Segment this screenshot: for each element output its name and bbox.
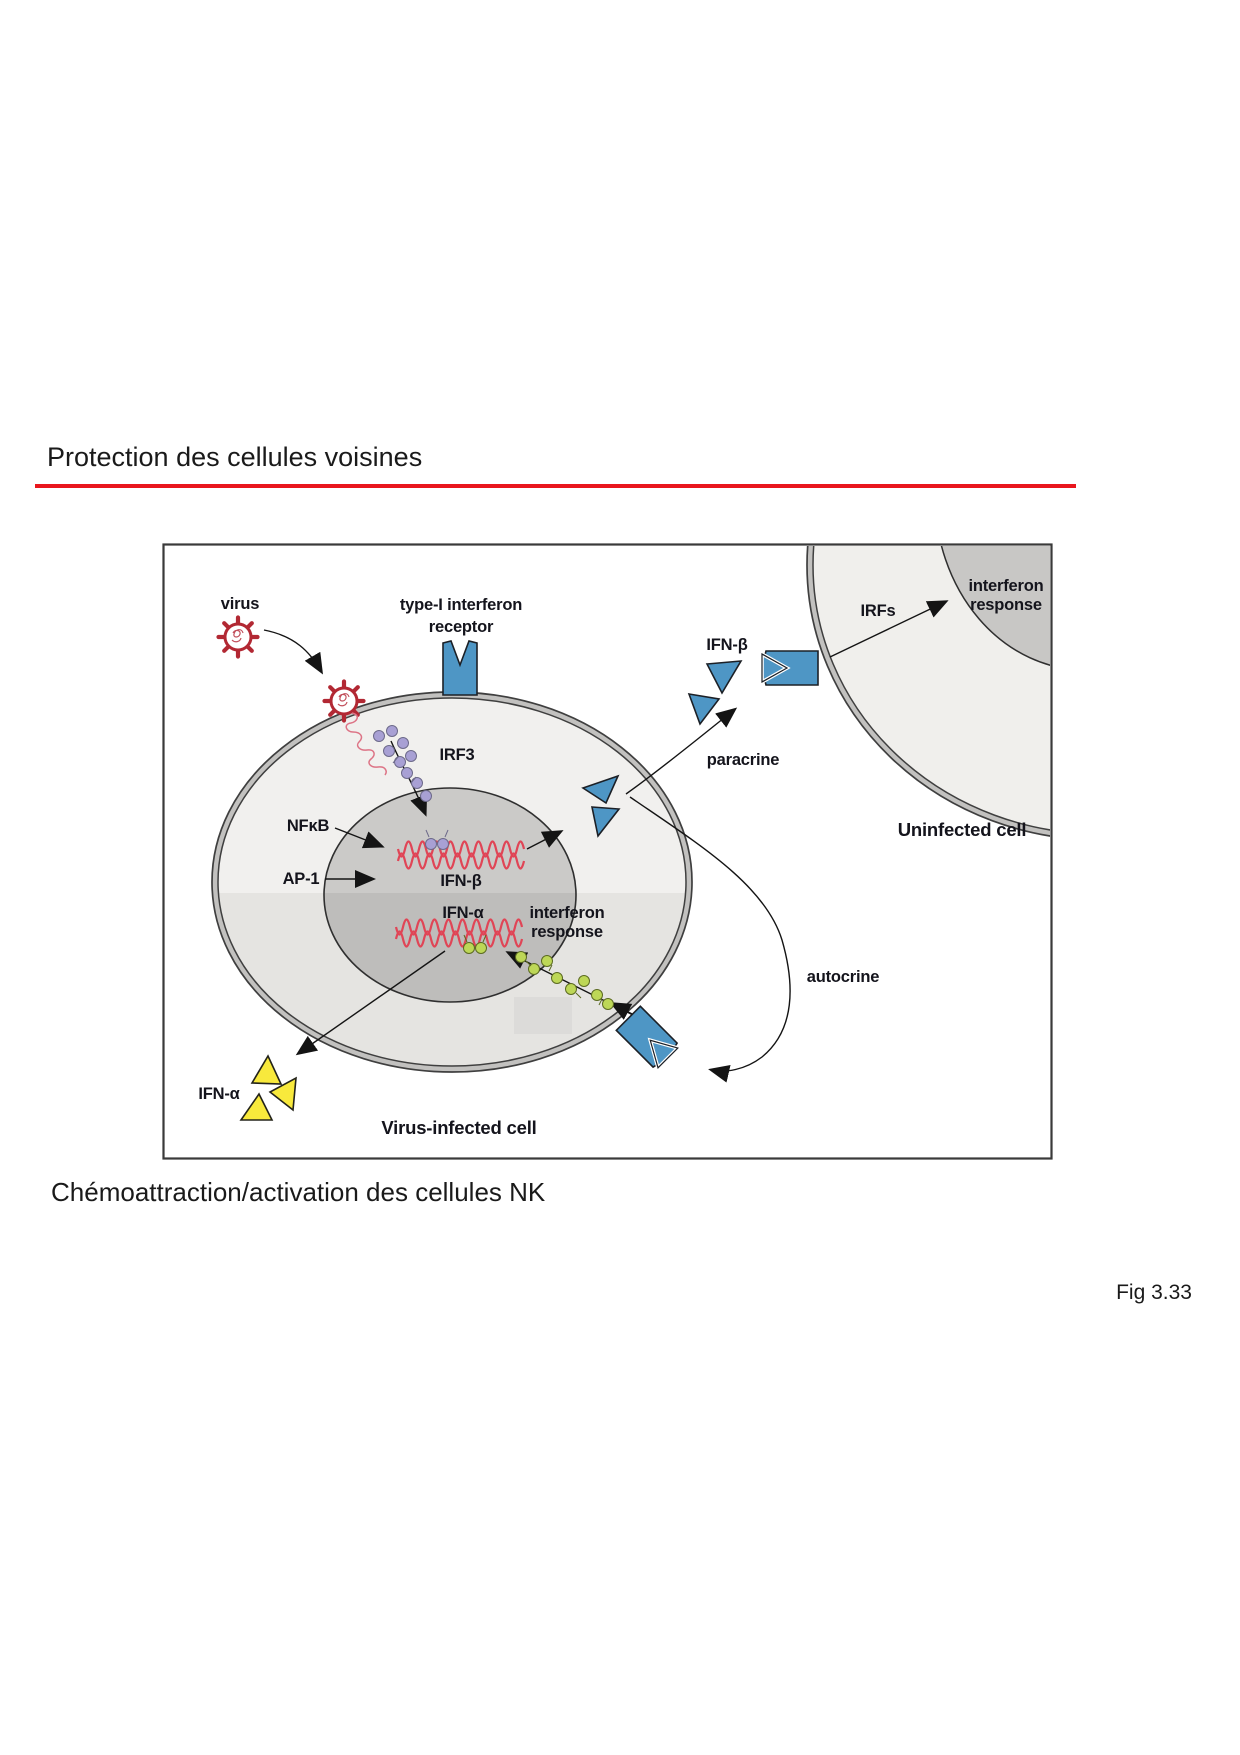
label-virus-infected-cell: Virus-infected cell — [381, 1117, 536, 1138]
viral-genome-squiggle — [345, 712, 387, 776]
label-ap1: AP-1 — [283, 870, 320, 888]
ifn-beta-gene-helix — [396, 840, 526, 870]
receptor-to-nucleus-arrow-mid — [609, 1002, 635, 1020]
autocrine-arrow — [629, 796, 791, 1083]
label-uninf-response-line1: interferon — [968, 577, 1043, 595]
nfkb-arrow — [334, 827, 385, 849]
label-uninfected-cell: Uninfected cell — [898, 819, 1027, 840]
figure-panel: virus type-I interferon receptor IRF3 NF… — [160, 541, 1055, 1162]
title-underline — [35, 484, 1076, 488]
label-autocrine: autocrine — [807, 968, 879, 986]
uninfected-cell — [806, 546, 1050, 837]
label-ifnb-secreted: IFN-β — [706, 636, 747, 654]
label-ifn-response-line2: response — [531, 923, 603, 941]
ifna-secretion-arrow — [295, 950, 446, 1056]
label-ifna-secreted: IFN-α — [198, 1085, 239, 1103]
label-type1-receptor-line2: receptor — [429, 618, 494, 636]
label-paracrine: paracrine — [707, 751, 780, 769]
ifn-alpha-gene-helix — [394, 918, 524, 948]
label-irfs: IRFs — [861, 602, 896, 620]
label-ifnb-gene: IFN-β — [440, 872, 481, 890]
figure-reference: Fig 3.33 — [1116, 1281, 1192, 1304]
ifn-alpha-triangles — [239, 1054, 297, 1121]
irfs-arrow — [829, 600, 949, 658]
interferon-diagram: virus type-I interferon receptor IRF3 NF… — [162, 543, 1053, 1160]
label-type1-receptor-line1: type-I interferon — [400, 596, 522, 614]
label-ifn-response-line1: interferon — [529, 904, 604, 922]
virus-entry-arrow — [263, 629, 324, 675]
label-virus: virus — [221, 595, 259, 613]
arrows — [263, 600, 949, 1083]
ifn-beta-triangles — [581, 660, 743, 838]
paracrine-arrow — [625, 707, 738, 795]
ifnb-secretion-arrow — [526, 830, 564, 850]
label-nfkb: NFκB — [287, 817, 330, 835]
uninfected-cell-receptor-icon — [760, 650, 819, 686]
label-ifna-gene: IFN-α — [442, 904, 483, 922]
label-irf3: IRF3 — [440, 746, 475, 764]
irf3-dots — [373, 725, 449, 850]
shaded-patch — [514, 997, 572, 1034]
page-title: Protection des cellules voisines — [47, 442, 423, 472]
uninfected-nucleus — [940, 546, 1050, 666]
label-uninf-response-line2: response — [970, 596, 1042, 614]
ifn-green-dots — [463, 934, 614, 1010]
figure-caption: Chémoattraction/activation des cellules … — [51, 1177, 546, 1207]
